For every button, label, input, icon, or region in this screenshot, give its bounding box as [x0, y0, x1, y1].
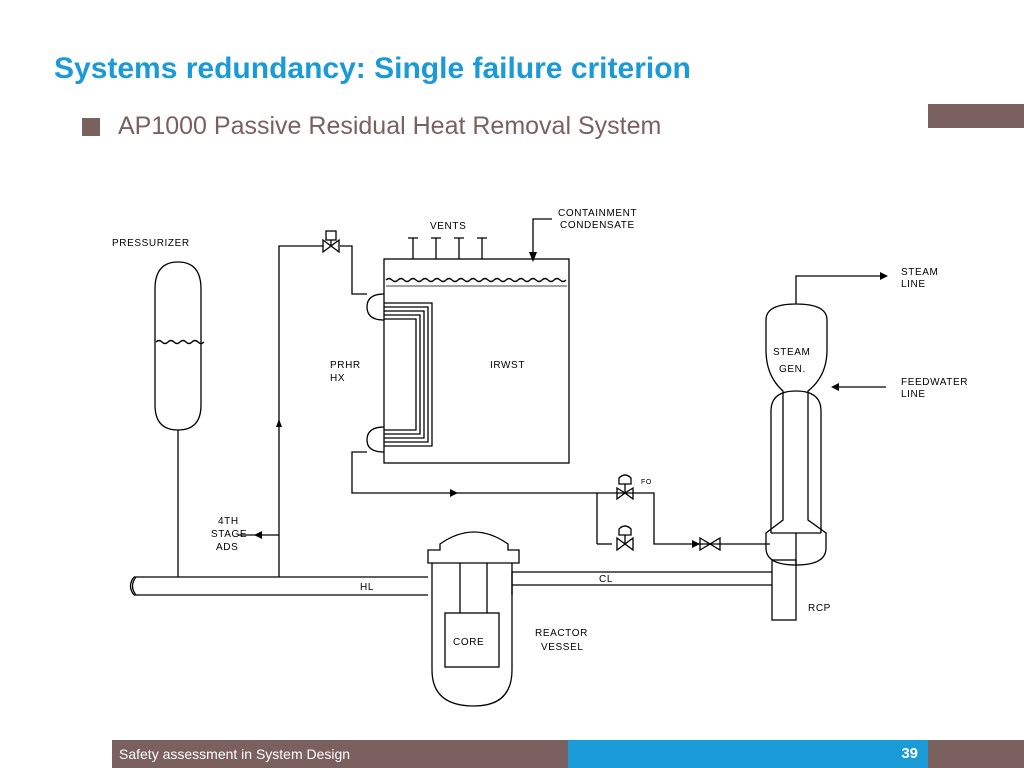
label-rcp: RCP: [808, 603, 831, 614]
prhr-return-line: [351, 451, 770, 545]
label-steam-gen-1: STEAM: [773, 347, 810, 358]
arrow-cl-icon: [692, 540, 700, 548]
arrow-ads-left-icon: [254, 531, 262, 539]
footer-course-title: Safety assessment in System Design: [112, 740, 568, 768]
label-hx: HX: [330, 373, 345, 384]
label-prhr: PRHR: [330, 360, 361, 371]
footer-accent-bar: [928, 740, 1024, 768]
slide-title: Systems redundancy: Single failure crite…: [54, 52, 691, 85]
label-cl: CL: [599, 574, 613, 585]
arrow-steam-out-icon: [880, 272, 888, 280]
hot-leg-pipe: [129, 576, 428, 596]
label-steam-line-2: LINE: [901, 279, 926, 290]
label-condensate: CONDENSATE: [560, 220, 635, 231]
label-steam-line-1: STEAM: [901, 267, 938, 278]
steam-generator: [765, 275, 886, 566]
bullet-text: AP1000 Passive Residual Heat Removal Sys…: [118, 112, 662, 140]
bullet-row: AP1000 Passive Residual Heat Removal Sys…: [82, 112, 661, 141]
top-isolation-valve: [322, 230, 340, 254]
label-feedwater-1: FEEDWATER: [901, 377, 968, 388]
arrow-feedwater-in-icon: [831, 383, 839, 391]
label-feedwater-2: LINE: [901, 389, 926, 400]
pressurizer-vessel: [154, 261, 205, 577]
label-containment: CONTAINMENT: [558, 208, 637, 219]
label-irwst: IRWST: [490, 360, 525, 371]
vents: [408, 237, 487, 259]
reactor-vessel: [427, 531, 520, 707]
label-hl: HL: [360, 582, 374, 593]
label-vessel: VESSEL: [541, 642, 584, 653]
footer-page-number: 39: [568, 740, 928, 768]
label-vents: VENTS: [430, 221, 466, 232]
label-fo: FO: [641, 479, 652, 486]
label-ads-1: 4TH: [218, 516, 239, 527]
arrow-return-icon: [450, 489, 458, 497]
containment-condensate-inlet: [532, 218, 552, 252]
corner-accent-bar: [928, 104, 1024, 128]
label-steam-gen-2: GEN.: [779, 364, 806, 375]
label-ads-2: STAGE: [211, 529, 247, 540]
fo-valve-upper: [616, 474, 634, 501]
reactor-coolant-pump: [771, 559, 797, 621]
fo-valve-lower: [616, 525, 634, 552]
prhr-inlet-line: [238, 245, 367, 577]
label-core: CORE: [453, 637, 484, 648]
label-pressurizer: PRESSURIZER: [112, 238, 190, 249]
arrow-up-icon: [276, 419, 282, 427]
prhr-heat-exchanger: [366, 293, 433, 453]
label-reactor: REACTOR: [535, 628, 588, 639]
irwst-tank: [383, 258, 570, 464]
prhr-diagram: PRESSURIZER VENTS CONTAINMENT CONDENSATE…: [112, 208, 968, 707]
arrow-containment-down-icon: [529, 252, 537, 262]
label-ads-3: ADS: [216, 542, 238, 553]
cold-leg-pipe: [511, 571, 772, 595]
bullet-square-icon: [82, 117, 100, 136]
